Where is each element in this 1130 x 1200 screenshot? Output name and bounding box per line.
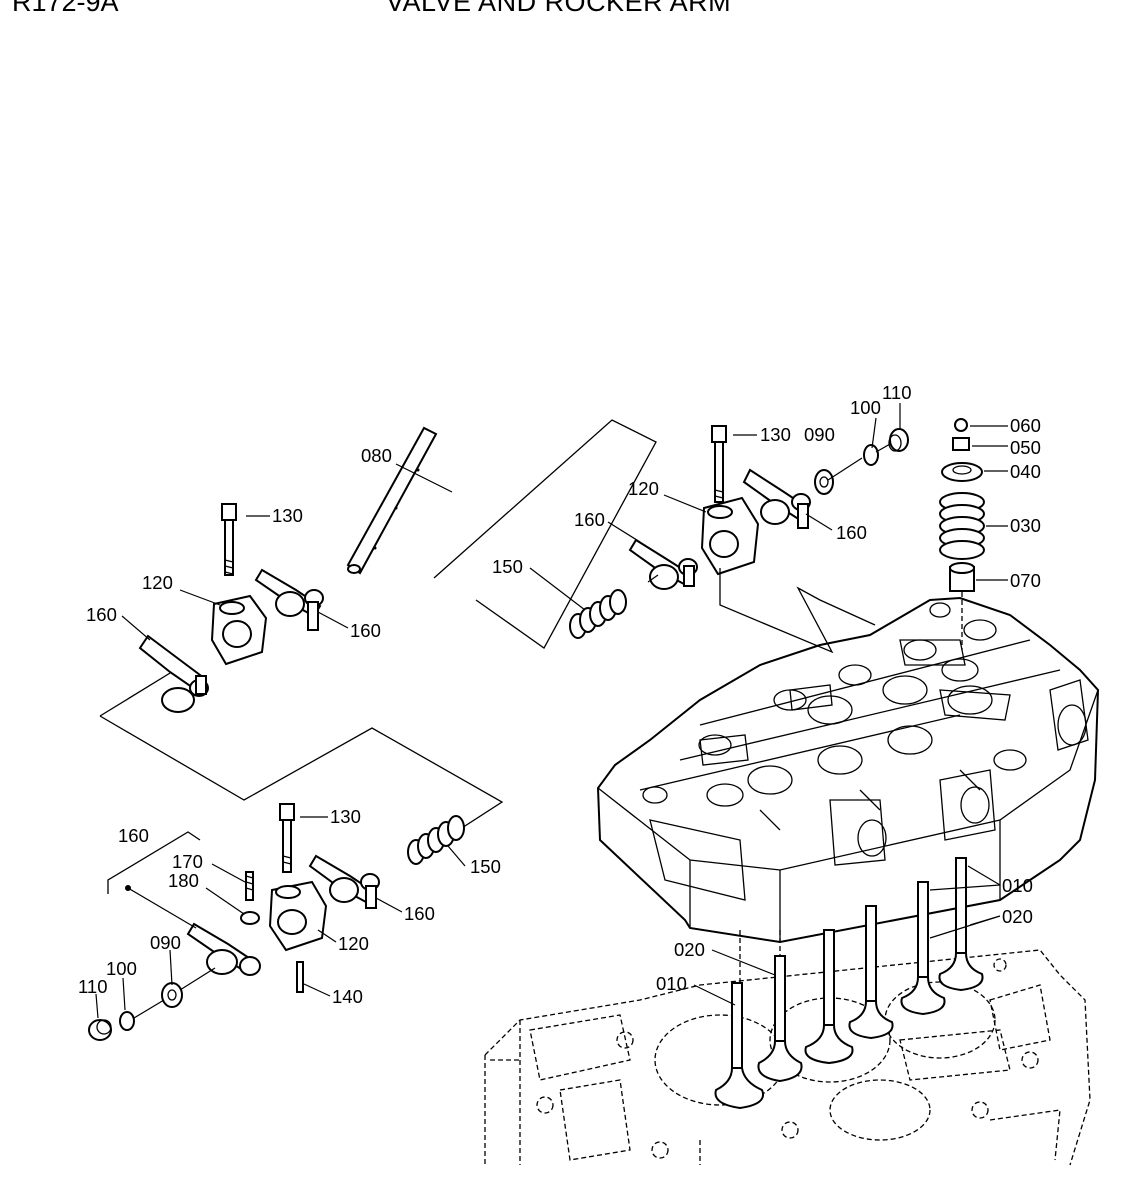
rocker-bracket-120b (700, 496, 760, 576)
callout-060: 060 (1010, 415, 1041, 436)
callout-090-lower: 090 (150, 932, 181, 953)
bracket-120c (268, 880, 328, 952)
rocker-arm-160f (308, 854, 380, 909)
bolt-130b (711, 425, 727, 503)
adjust-screw-170 (245, 871, 254, 901)
model-code: R172-9A (12, 0, 119, 17)
plug-110a (88, 1019, 112, 1041)
callout-070: 070 (1010, 570, 1041, 591)
valve-spring-stack (939, 418, 985, 650)
cylinder-head (596, 596, 1100, 944)
callout-160-upper-right-a: 160 (574, 509, 605, 530)
callout-160-upper-left-b: 160 (350, 620, 381, 641)
cylinder-block (484, 949, 1091, 1166)
callout-050: 050 (1010, 437, 1041, 458)
rocker-arm-160d (742, 468, 811, 529)
plug-110b (888, 428, 909, 452)
washer-100a (119, 1011, 135, 1031)
rocker-arm-left (138, 634, 209, 713)
callout-160-upper-left-a: 160 (86, 604, 117, 625)
callout-010-right: 010 (1002, 875, 1033, 896)
callout-160-lower-group: 160 (118, 825, 149, 846)
callout-110-lower: 110 (78, 976, 108, 997)
bolt-130a (221, 503, 237, 576)
valve-set (714, 857, 984, 1110)
callout-150-lower: 150 (470, 856, 501, 877)
callout-170: 170 (172, 851, 203, 872)
diagram-title: VALVE AND ROCKER ARM (386, 0, 732, 17)
spring-150b (407, 815, 465, 865)
callout-120-upper-left: 120 (142, 572, 173, 593)
guide-outline-right (719, 568, 876, 654)
callout-160-lower-right: 160 (404, 903, 435, 924)
callout-130-upper-right: 130 (760, 424, 791, 445)
leader-lines (95, 403, 1008, 1019)
rocker-arm-160e (186, 922, 261, 976)
callout-130-lower: 130 (330, 806, 361, 827)
callout-010-left: 010 (656, 973, 687, 994)
callout-150-upper: 150 (492, 556, 523, 577)
guide-outline-upper (433, 419, 657, 649)
washer-090a (161, 982, 183, 1008)
callout-090-upper-right: 090 (804, 424, 835, 445)
callout-040: 040 (1010, 461, 1041, 482)
washer-100b (863, 444, 879, 466)
callout-180: 180 (168, 870, 199, 891)
callout-110-upper-right: 110 (882, 382, 912, 403)
callout-030: 030 (1010, 515, 1041, 536)
callout-120-upper-right: 120 (628, 478, 659, 499)
bolt-130c (279, 803, 295, 873)
callout-020-left: 020 (674, 939, 705, 960)
callout-140: 140 (332, 986, 363, 1007)
callout-100-upper-right: 100 (850, 397, 881, 418)
callout-020-right: 020 (1002, 906, 1033, 927)
rocker-arm-right (254, 568, 324, 631)
guide-outline-lower (99, 669, 504, 856)
pin-140 (296, 961, 304, 993)
rocker-arm-160c (628, 538, 698, 590)
callout-160-upper-right-b: 160 (836, 522, 867, 543)
callout-labels: 080 130 120 160 160 130 090 100 110 120 … (78, 382, 1041, 1007)
spring-150a (569, 589, 627, 639)
locknut-180 (240, 911, 260, 925)
callout-080: 080 (361, 445, 392, 466)
callout-130-upper-left: 130 (272, 505, 303, 526)
rocker-shaft-080 (346, 426, 438, 575)
rocker-bracket-120a (210, 594, 268, 666)
callout-100-lower: 100 (106, 958, 137, 979)
washer-090b (814, 469, 834, 495)
callout-120-lower: 120 (338, 933, 369, 954)
